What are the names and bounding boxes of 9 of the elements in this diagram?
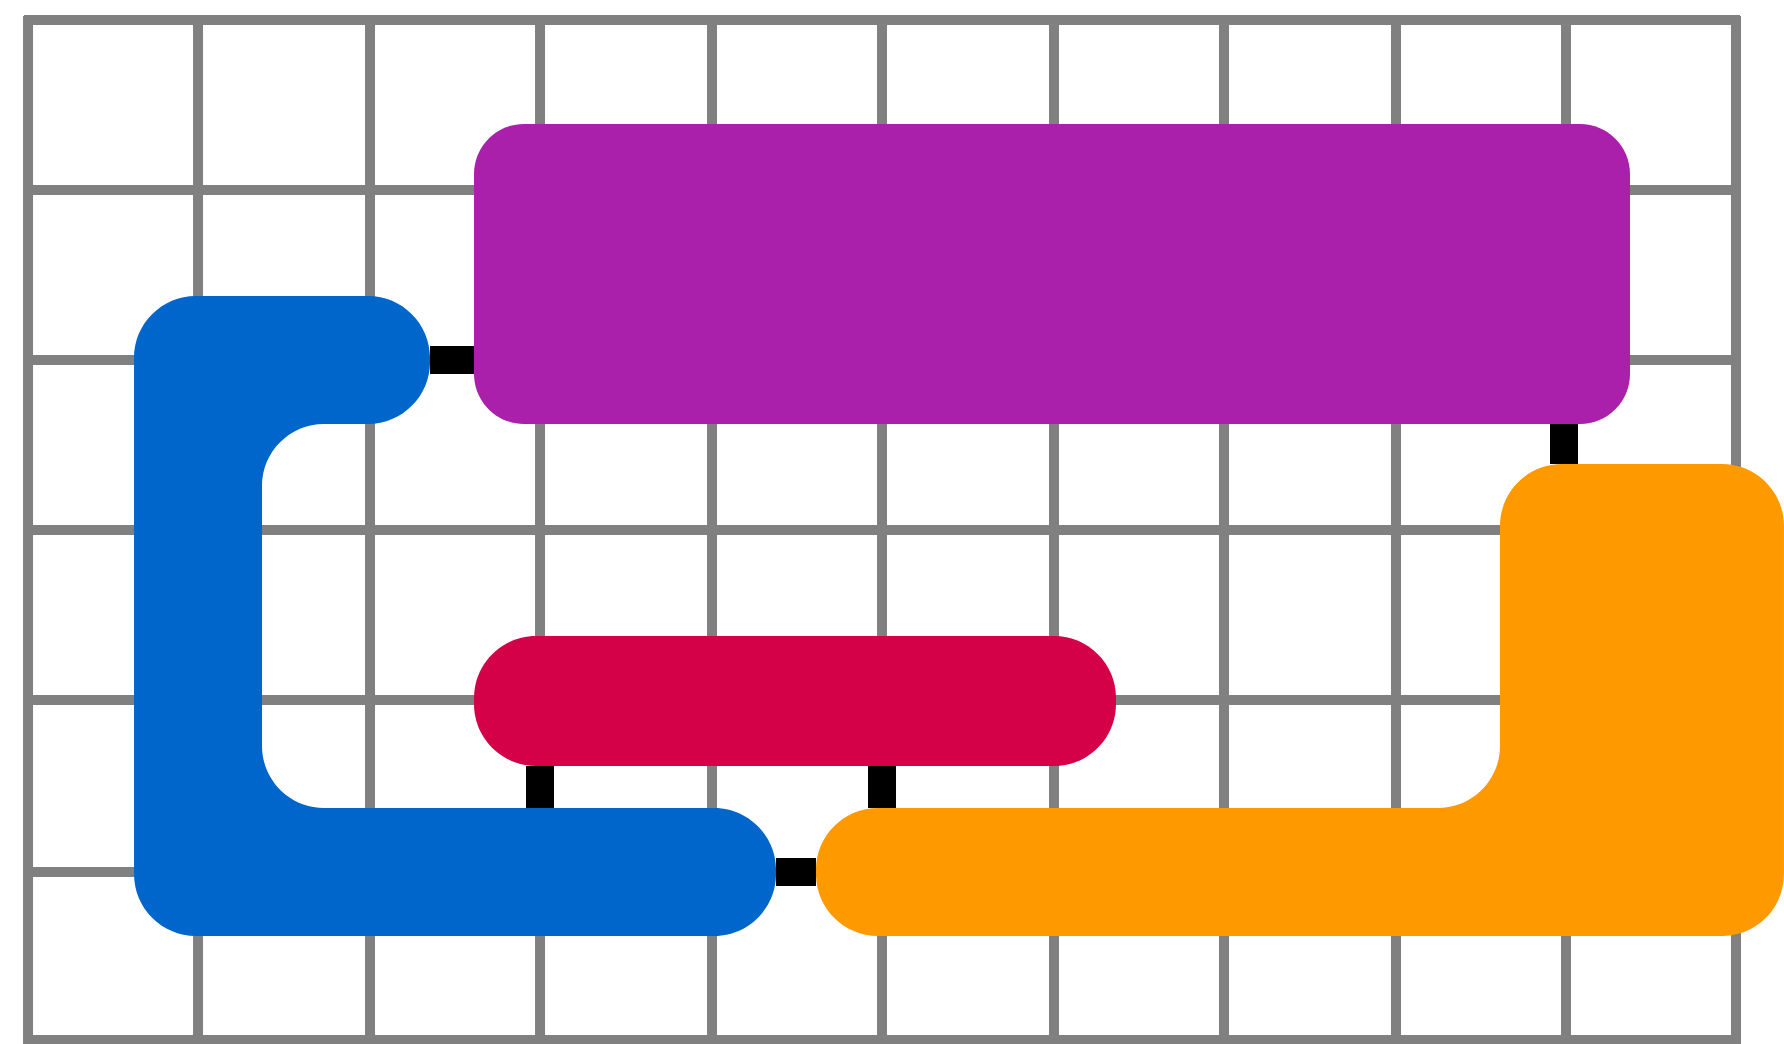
connector [776, 857, 816, 886]
connector [1550, 424, 1578, 464]
connector [868, 765, 896, 808]
connector [430, 346, 474, 374]
rounded-bar [474, 635, 1116, 766]
connector [526, 765, 554, 808]
l-shaped-bar [134, 296, 776, 936]
l-shaped-bar [816, 464, 1784, 936]
rounded-panel [474, 124, 1630, 424]
